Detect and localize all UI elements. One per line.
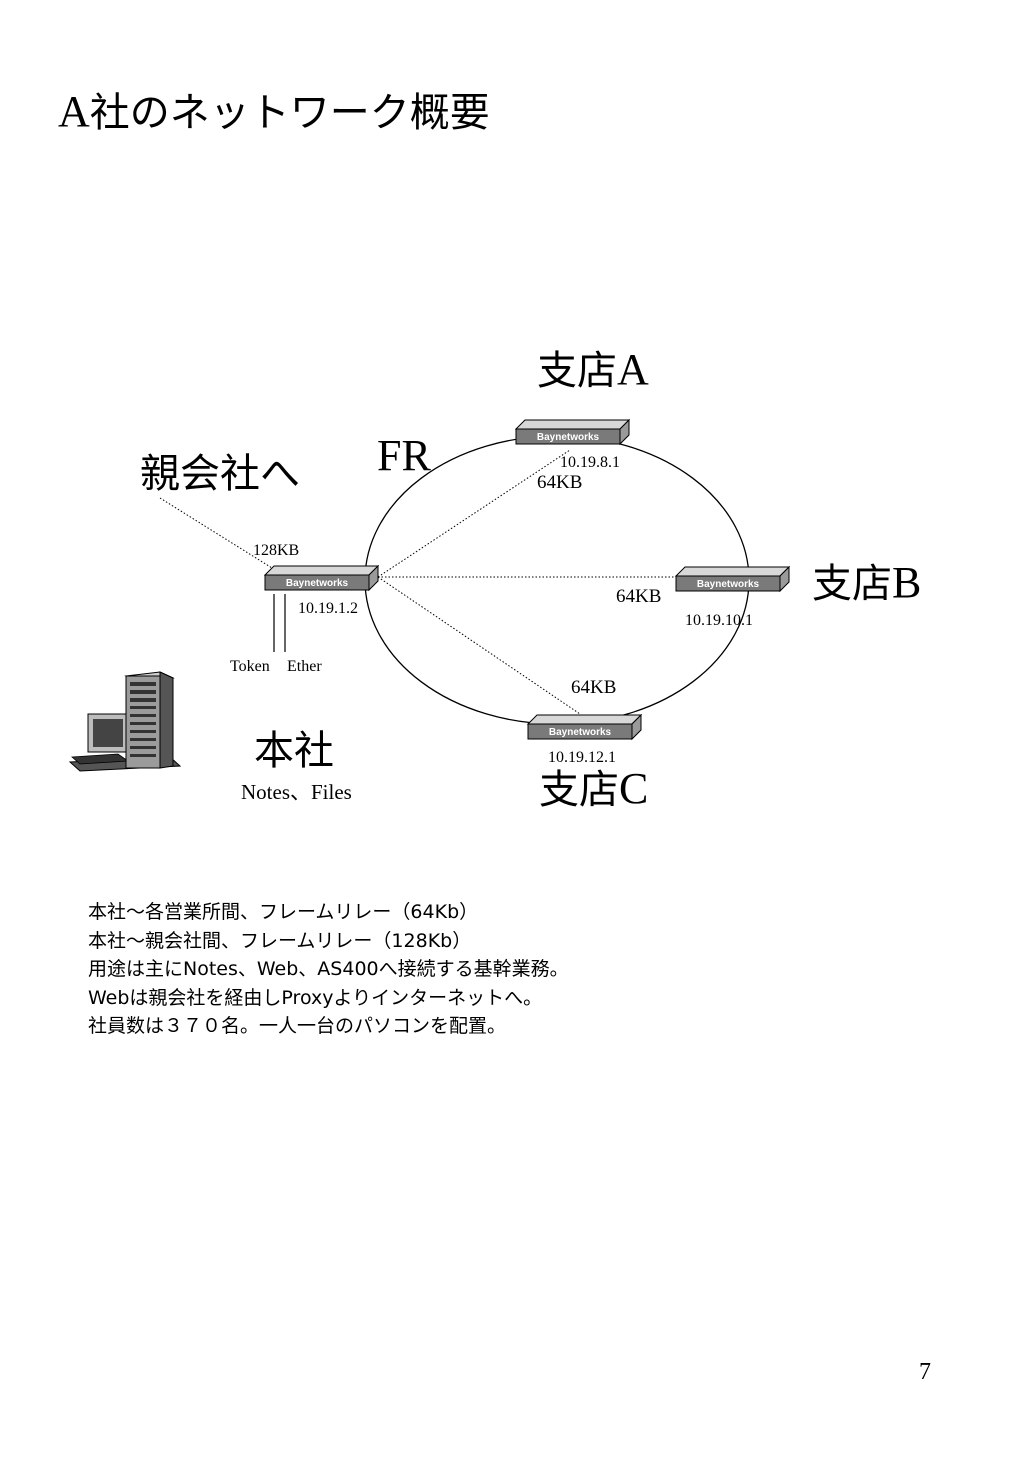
description-line: 用途は主にNotes、Web、AS400へ接続する基幹業務。	[88, 958, 569, 980]
branch-b-label: 支店B	[812, 559, 921, 608]
router-brand-label: Baynetworks	[286, 578, 349, 589]
router-brand-label: Baynetworks	[537, 432, 600, 443]
branch-a-letter: A	[617, 345, 649, 394]
router-icon: Baynetworks	[263, 564, 380, 592]
link-hq-branch-c	[377, 576, 581, 715]
branch-c-label: 支店C	[539, 765, 648, 814]
page-title: A社のネットワーク概要	[58, 84, 490, 141]
branch-a-kanji: 支店	[537, 348, 617, 394]
frame-relay-label: FR	[377, 431, 431, 480]
branch-b-ip: 10.19.10.1	[685, 612, 753, 629]
link-hq-parent	[159, 497, 273, 569]
router-icon: Baynetworks	[526, 713, 643, 741]
title-prefix: A	[58, 87, 90, 136]
branch-b-kanji: 支店	[812, 561, 892, 607]
description-line: 本社～各営業所間、フレームリレー（64Kb）	[88, 901, 479, 923]
description-line: Webは親会社を経由しProxyよりインターネットへ。	[88, 986, 543, 1009]
hq-label: 本社	[254, 728, 334, 774]
branch-a-speed: 64KB	[537, 472, 583, 493]
lan-token-label: Token	[230, 658, 270, 675]
branch-c-speed: 64KB	[571, 677, 617, 698]
branch-b-letter: B	[892, 558, 922, 607]
description-line: 本社～親会社間、フレームリレー（128Kb）	[88, 929, 472, 952]
description-line: 社員数は３７０名。一人一台のパソコンを配置。	[88, 1015, 507, 1037]
title-rest: 社のネットワーク概要	[89, 90, 490, 136]
router-brand-label: Baynetworks	[549, 727, 612, 738]
branch-a-ip: 10.19.8.1	[560, 454, 620, 471]
branch-c-letter: C	[619, 764, 649, 813]
pc-tower-icon	[68, 671, 182, 772]
lan-ether-label: Ether	[287, 658, 322, 675]
hq-services-label: Notes、Files	[241, 780, 352, 804]
branch-b-speed: 64KB	[616, 586, 662, 607]
router-icon: Baynetworks	[674, 565, 791, 593]
router-icon: Baynetworks	[514, 418, 631, 446]
description-block: 本社～各営業所間、フレームリレー（64Kb） 本社～親会社間、フレームリレー（1…	[88, 898, 569, 1041]
hq-ip: 10.19.1.2	[298, 600, 358, 617]
branch-a-label: 支店A	[537, 346, 649, 395]
branch-c-ip: 10.19.12.1	[548, 749, 616, 766]
page-number: 7	[919, 1359, 931, 1385]
router-brand-label: Baynetworks	[697, 579, 760, 590]
parent-company-label: 親会社へ	[140, 451, 300, 497]
branch-c-kanji: 支店	[539, 767, 619, 813]
hq-parent-speed: 128KB	[253, 542, 300, 559]
